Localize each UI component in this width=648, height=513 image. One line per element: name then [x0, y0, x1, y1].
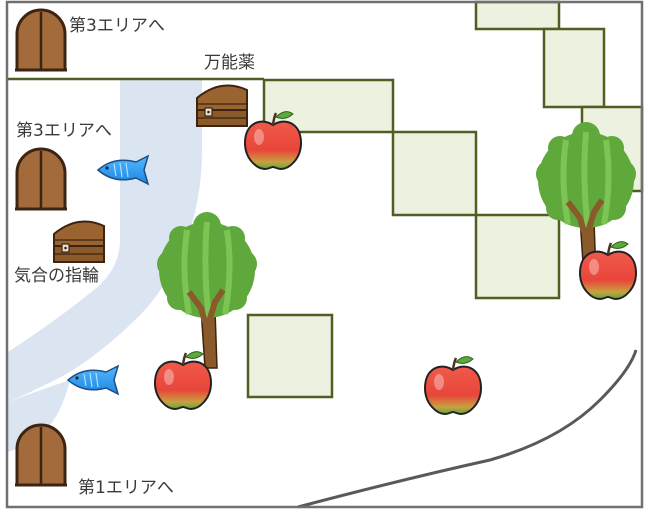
door-icon[interactable]: [13, 423, 69, 487]
tile: [542, 27, 606, 109]
road: [297, 349, 638, 509]
tile: [246, 313, 334, 399]
tile: [391, 130, 478, 217]
tile: [474, 0, 561, 31]
fish-icon[interactable]: [97, 155, 149, 185]
treasure-chest-icon[interactable]: [196, 84, 248, 127]
tree-icon: [157, 212, 257, 368]
chest-label-left: 気合の指輪: [14, 266, 99, 286]
tile: [474, 213, 561, 300]
door-label-left: 第3エリアへ: [16, 121, 112, 141]
door-label-bottom: 第1エリアへ: [78, 478, 174, 498]
door-icon[interactable]: [13, 147, 69, 211]
door-label-top-left: 第3エリアへ: [69, 16, 165, 36]
map-frame: [5, 0, 644, 509]
fish-icon[interactable]: [67, 365, 119, 395]
apple-icon[interactable]: [423, 355, 483, 416]
chest-label-top: 万能薬: [204, 53, 255, 73]
apple-icon[interactable]: [153, 350, 213, 411]
treasure-chest-icon[interactable]: [53, 220, 105, 263]
door-icon[interactable]: [13, 8, 69, 72]
river: [8, 80, 202, 402]
